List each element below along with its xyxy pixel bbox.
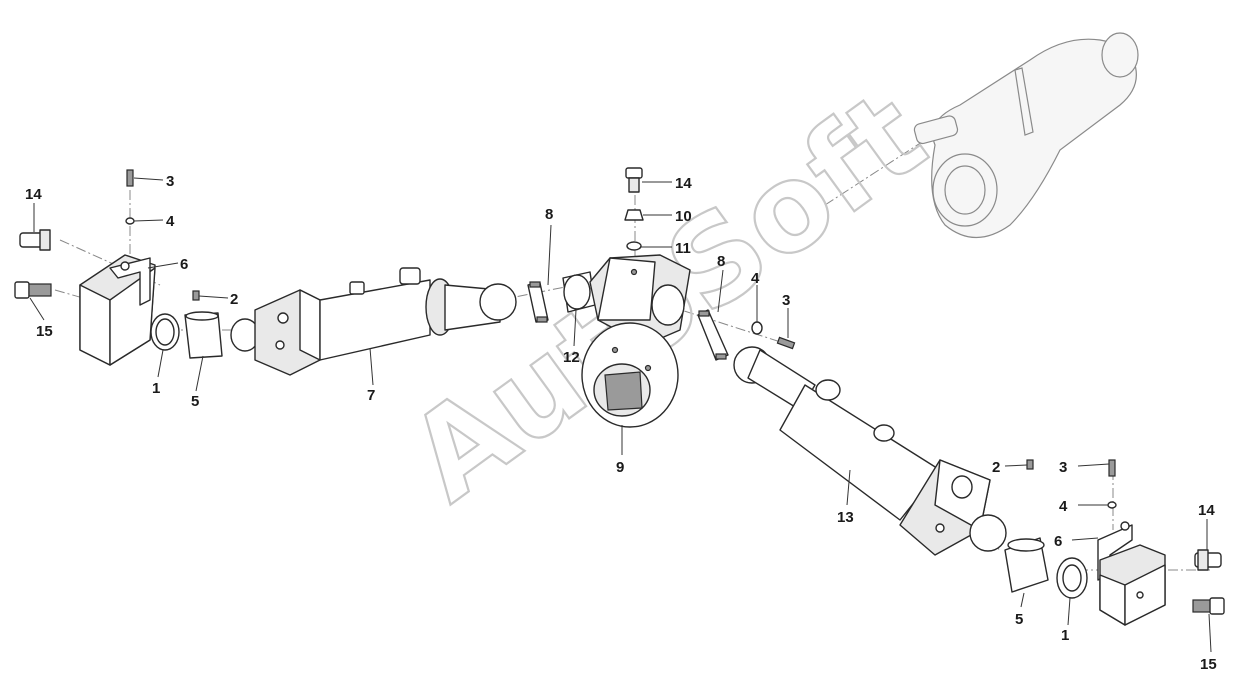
center-assembly — [527, 167, 796, 428]
callout-right-14: 14 — [1198, 502, 1215, 519]
right-end-assembly — [1004, 459, 1225, 626]
callout-11: 11 — [675, 240, 691, 257]
seal-ring-left — [150, 313, 180, 351]
bolt-right — [1192, 597, 1225, 615]
pin-left — [192, 290, 200, 301]
screw-right — [1108, 459, 1116, 477]
callout-labels: 14 15 3 4 6 2 1 5 7 8 14 10 11 12 9 8 4 … — [25, 173, 1217, 673]
callout-center-3: 3 — [782, 292, 790, 309]
grease-nipple-right — [1194, 549, 1222, 571]
callout-10: 10 — [675, 208, 692, 225]
callout-right-2: 2 — [992, 459, 1000, 476]
callout-right-3: 3 — [1059, 459, 1067, 476]
callout-left-5: 5 — [191, 393, 199, 410]
link-b — [697, 309, 729, 361]
callout-left-15: 15 — [36, 323, 53, 340]
callout-9: 9 — [616, 459, 624, 476]
callout-8b: 8 — [717, 253, 725, 270]
callout-center-14: 14 — [675, 175, 692, 192]
callout-left-14: 14 — [25, 186, 42, 203]
callout-8a: 8 — [545, 206, 553, 223]
grease-nipple-left — [19, 229, 51, 251]
nut-center — [624, 209, 644, 221]
pin-right — [1026, 459, 1034, 470]
eye-ring — [581, 322, 679, 428]
seal-ring-right — [1056, 557, 1088, 599]
washer-center — [626, 241, 642, 251]
callout-13: 13 — [837, 509, 854, 526]
washer-right — [1107, 501, 1117, 509]
callout-12: 12 — [563, 349, 580, 366]
callout-right-5: 5 — [1015, 611, 1023, 628]
pitman-arm-body — [589, 254, 691, 346]
end-block-right — [1099, 544, 1166, 626]
screw-center — [776, 336, 796, 350]
callout-right-1: 1 — [1061, 627, 1069, 644]
washer-center-right — [751, 321, 763, 335]
callout-right-4: 4 — [1059, 498, 1068, 515]
cylinder-right — [733, 346, 1007, 556]
callout-left-6: 6 — [180, 256, 188, 273]
cylinder-left — [230, 267, 517, 376]
link-a — [527, 281, 549, 323]
callout-center-4: 4 — [751, 270, 760, 287]
bushing-left — [184, 311, 223, 359]
callout-7: 7 — [367, 387, 375, 404]
end-block-left — [79, 254, 156, 366]
callout-right-6: 6 — [1054, 533, 1062, 550]
grease-nipple-center — [625, 167, 643, 193]
left-end-assembly — [14, 169, 223, 366]
screw-left — [126, 169, 134, 187]
callout-right-15: 15 — [1200, 656, 1217, 673]
callout-left-1: 1 — [152, 380, 160, 397]
callout-left-2: 2 — [230, 291, 238, 308]
washer-left — [125, 217, 135, 225]
bushing-right — [1004, 537, 1049, 593]
callout-left-3: 3 — [166, 173, 174, 190]
callout-left-4: 4 — [166, 213, 175, 230]
bushing-center — [562, 271, 596, 313]
steering-gear-housing — [913, 32, 1139, 238]
bracket-left — [109, 257, 151, 306]
leader-lines — [29, 177, 1212, 653]
bolt-left — [14, 281, 52, 299]
